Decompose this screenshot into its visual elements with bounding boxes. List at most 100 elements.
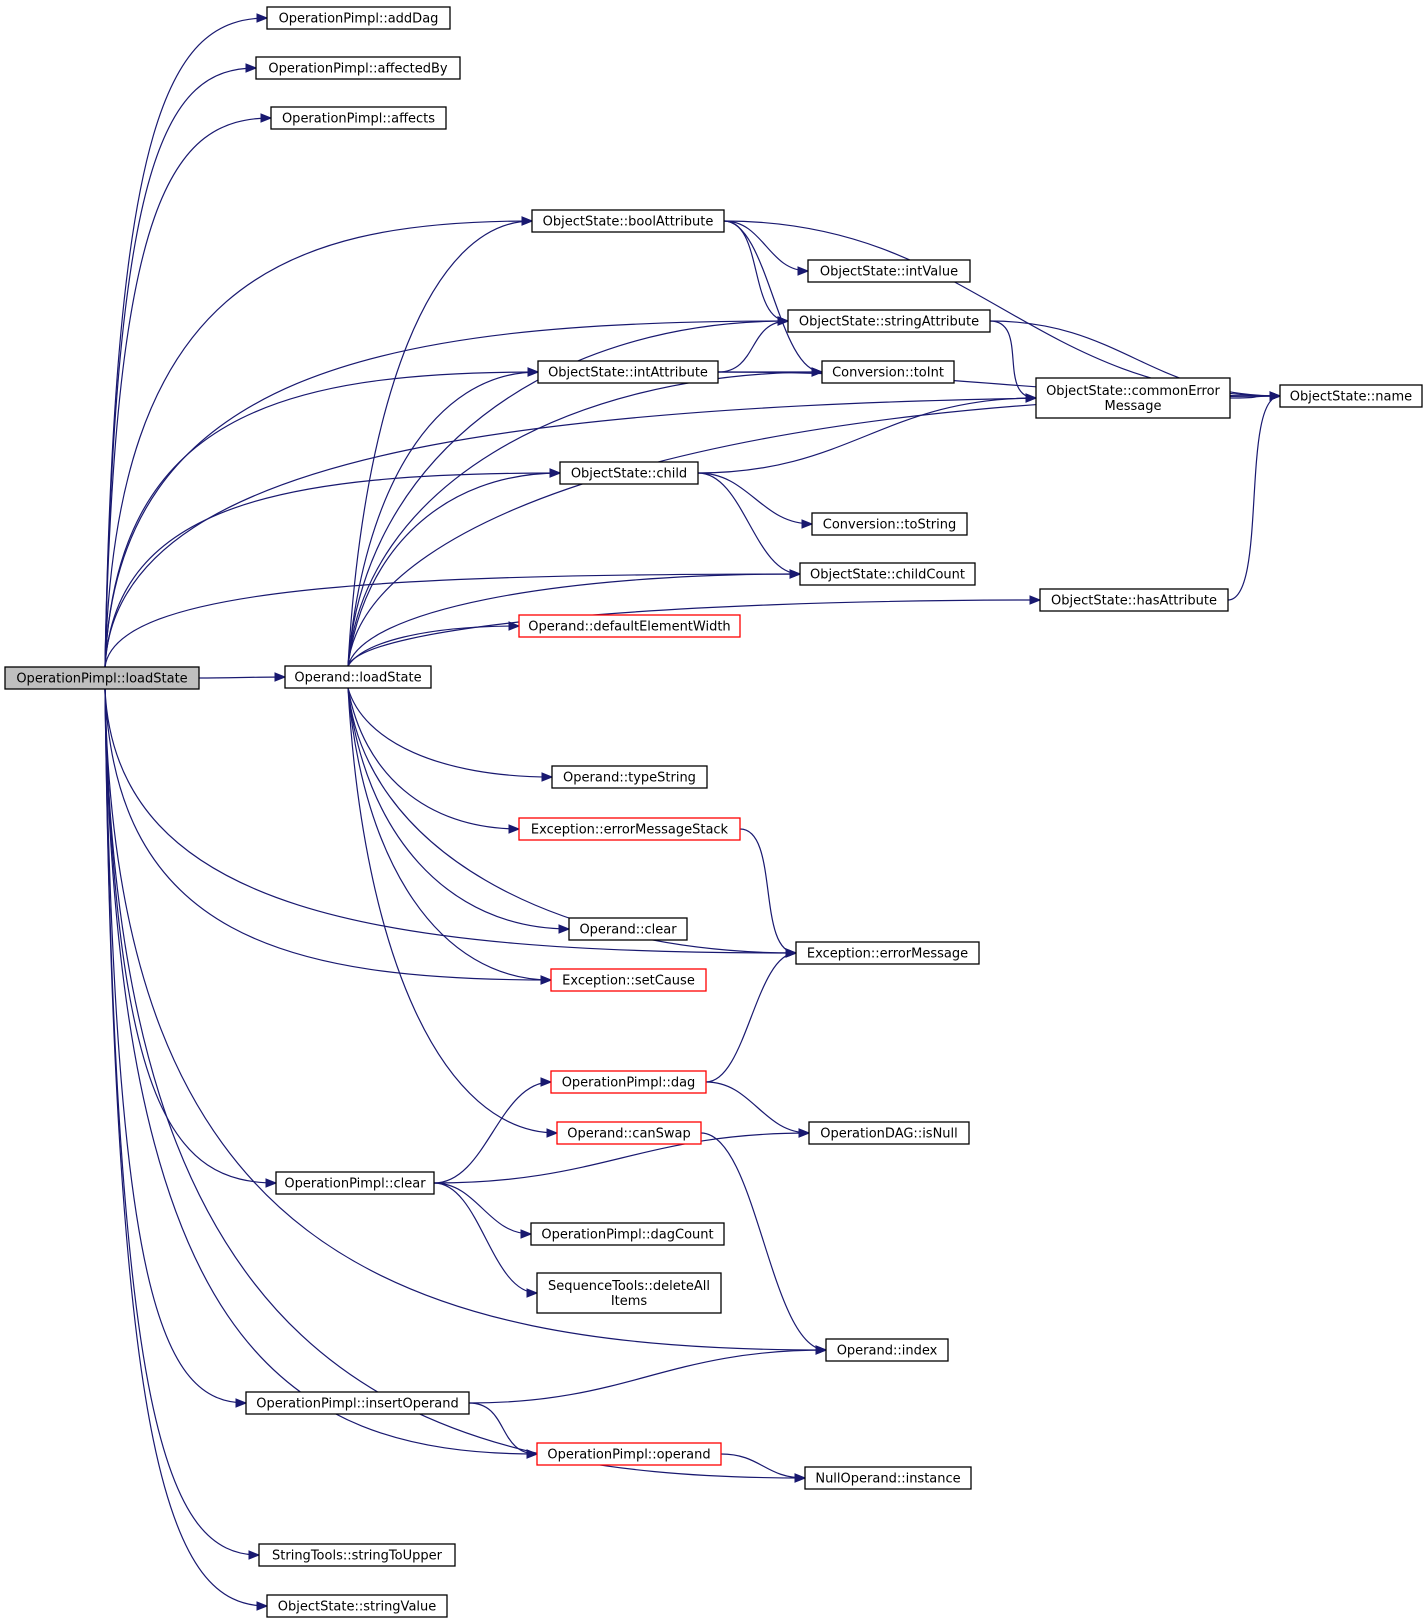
node-box[interactable] — [811, 512, 968, 536]
node-index[interactable]: Operand::index — [825, 1338, 949, 1362]
edge-root-to-int-attribute — [104, 367, 540, 668]
node-box[interactable] — [284, 665, 432, 689]
node-box[interactable] — [795, 941, 980, 965]
node-box[interactable] — [799, 562, 976, 586]
node-box[interactable] — [266, 6, 451, 30]
edge-line — [700, 1132, 827, 1351]
node-box[interactable] — [258, 1543, 456, 1567]
arrowhead — [558, 924, 571, 934]
node-box[interactable] — [808, 1121, 970, 1145]
node-box[interactable] — [518, 817, 741, 841]
node-int-attribute[interactable]: ObjectState::intAttribute — [537, 360, 719, 384]
node-string-attribute[interactable]: ObjectState::stringAttribute — [787, 309, 991, 333]
node-box[interactable] — [537, 360, 719, 384]
node-affected-by[interactable]: OperationPimpl::affectedBy — [255, 56, 461, 80]
node-dag-count[interactable]: OperationPimpl::dagCount — [530, 1222, 725, 1246]
node-box[interactable] — [821, 360, 955, 384]
node-label: Message — [1105, 399, 1162, 414]
node-operand[interactable]: OperationPimpl::operand — [536, 1442, 722, 1466]
edge-line — [104, 688, 277, 1184]
node-error-message-stack[interactable]: Exception::errorMessageStack — [518, 817, 741, 841]
node-box[interactable] — [4, 666, 200, 690]
node-label: ObjectState::stringAttribute — [799, 315, 979, 330]
node-box[interactable] — [807, 259, 971, 283]
node-root[interactable]: OperationPimpl::loadState — [4, 666, 200, 690]
node-box[interactable] — [787, 309, 991, 333]
arrowhead — [785, 948, 798, 958]
edge-line — [104, 688, 268, 1607]
node-box[interactable] — [275, 1171, 435, 1195]
node-to-string[interactable]: Conversion::toString — [811, 512, 968, 536]
node-box[interactable] — [536, 1272, 722, 1314]
node-box[interactable] — [804, 1466, 972, 1490]
edge-insert-operand-to-operand — [468, 1402, 539, 1459]
node-default-element-width[interactable]: Operand::defaultElementWidth — [518, 614, 741, 638]
node-name[interactable]: ObjectState::name — [1279, 384, 1423, 408]
edge-bool-attribute-to-to-int — [723, 220, 824, 377]
node-label: Operand::index — [837, 1344, 938, 1359]
node-string-to-upper[interactable]: StringTools::stringToUpper — [258, 1543, 456, 1567]
node-box[interactable] — [559, 461, 699, 485]
arrowhead — [526, 1449, 539, 1459]
edge-line — [347, 687, 552, 981]
arrowhead — [546, 1128, 559, 1138]
node-box[interactable] — [568, 917, 688, 941]
node-label: Exception::setCause — [562, 974, 695, 989]
arrowhead — [1025, 393, 1038, 403]
node-child[interactable]: ObjectState::child — [559, 461, 699, 485]
node-is-null[interactable]: OperationDAG::isNull — [808, 1121, 970, 1145]
node-box[interactable] — [550, 968, 707, 992]
node-to-int[interactable]: Conversion::toInt — [821, 360, 955, 384]
node-type-string[interactable]: Operand::typeString — [551, 765, 708, 789]
node-box[interactable] — [1039, 588, 1229, 612]
node-box[interactable] — [551, 765, 708, 789]
edge-line — [705, 1081, 810, 1134]
node-has-attribute[interactable]: ObjectState::hasAttribute — [1039, 588, 1229, 612]
node-child-count[interactable]: ObjectState::childCount — [799, 562, 976, 586]
node-box[interactable] — [518, 614, 741, 638]
edge-child-to-child-count — [697, 472, 802, 579]
edge-line — [347, 687, 797, 954]
node-affects[interactable]: OperationPimpl::affects — [270, 106, 447, 130]
node-pimpl-clear[interactable]: OperationPimpl::clear — [275, 1171, 435, 1195]
node-box[interactable] — [1035, 377, 1231, 419]
node-operand-load-state[interactable]: Operand::loadState — [284, 665, 432, 689]
node-add-dag[interactable]: OperationPimpl::addDag — [266, 6, 451, 30]
edge-operand-load-state-to-string-attribute — [347, 316, 790, 667]
edge-line — [347, 687, 520, 830]
node-box[interactable] — [530, 1222, 725, 1246]
node-int-value[interactable]: ObjectState::intValue — [807, 259, 971, 283]
node-box[interactable] — [556, 1121, 702, 1145]
node-box[interactable] — [1279, 384, 1423, 408]
node-box[interactable] — [266, 1594, 448, 1618]
edge-root-to-child — [104, 468, 562, 668]
node-operand-clear[interactable]: Operand::clear — [568, 917, 688, 941]
node-box[interactable] — [825, 1338, 949, 1362]
node-string-value[interactable]: ObjectState::stringValue — [266, 1594, 448, 1618]
edge-error-message-stack-to-error-message — [739, 828, 798, 958]
edge-line — [433, 1132, 810, 1184]
node-set-cause[interactable]: Exception::setCause — [550, 968, 707, 992]
node-box[interactable] — [255, 56, 461, 80]
node-box[interactable] — [531, 209, 725, 233]
arrowhead — [815, 1345, 828, 1355]
node-bool-attribute[interactable]: ObjectState::boolAttribute — [531, 209, 725, 233]
node-box[interactable] — [245, 1391, 470, 1415]
arrowhead — [540, 1077, 553, 1087]
node-dag[interactable]: OperationPimpl::dag — [550, 1070, 707, 1094]
node-label: ObjectState::intAttribute — [548, 366, 708, 381]
edge-line — [104, 688, 552, 981]
node-box[interactable] — [270, 106, 447, 130]
edge-line — [989, 320, 1037, 399]
node-box[interactable] — [550, 1070, 707, 1094]
node-box[interactable] — [536, 1442, 722, 1466]
node-instance[interactable]: NullOperand::instance — [804, 1466, 972, 1490]
node-insert-operand[interactable]: OperationPimpl::insertOperand — [245, 1391, 470, 1415]
edge-line — [433, 1182, 532, 1235]
nodes-layer: OperationPimpl::loadStateOperationPimpl:… — [4, 6, 1423, 1618]
node-can-swap[interactable]: Operand::canSwap — [556, 1121, 702, 1145]
node-error-message[interactable]: Exception::errorMessage — [795, 941, 980, 965]
edge-line — [104, 688, 806, 1479]
